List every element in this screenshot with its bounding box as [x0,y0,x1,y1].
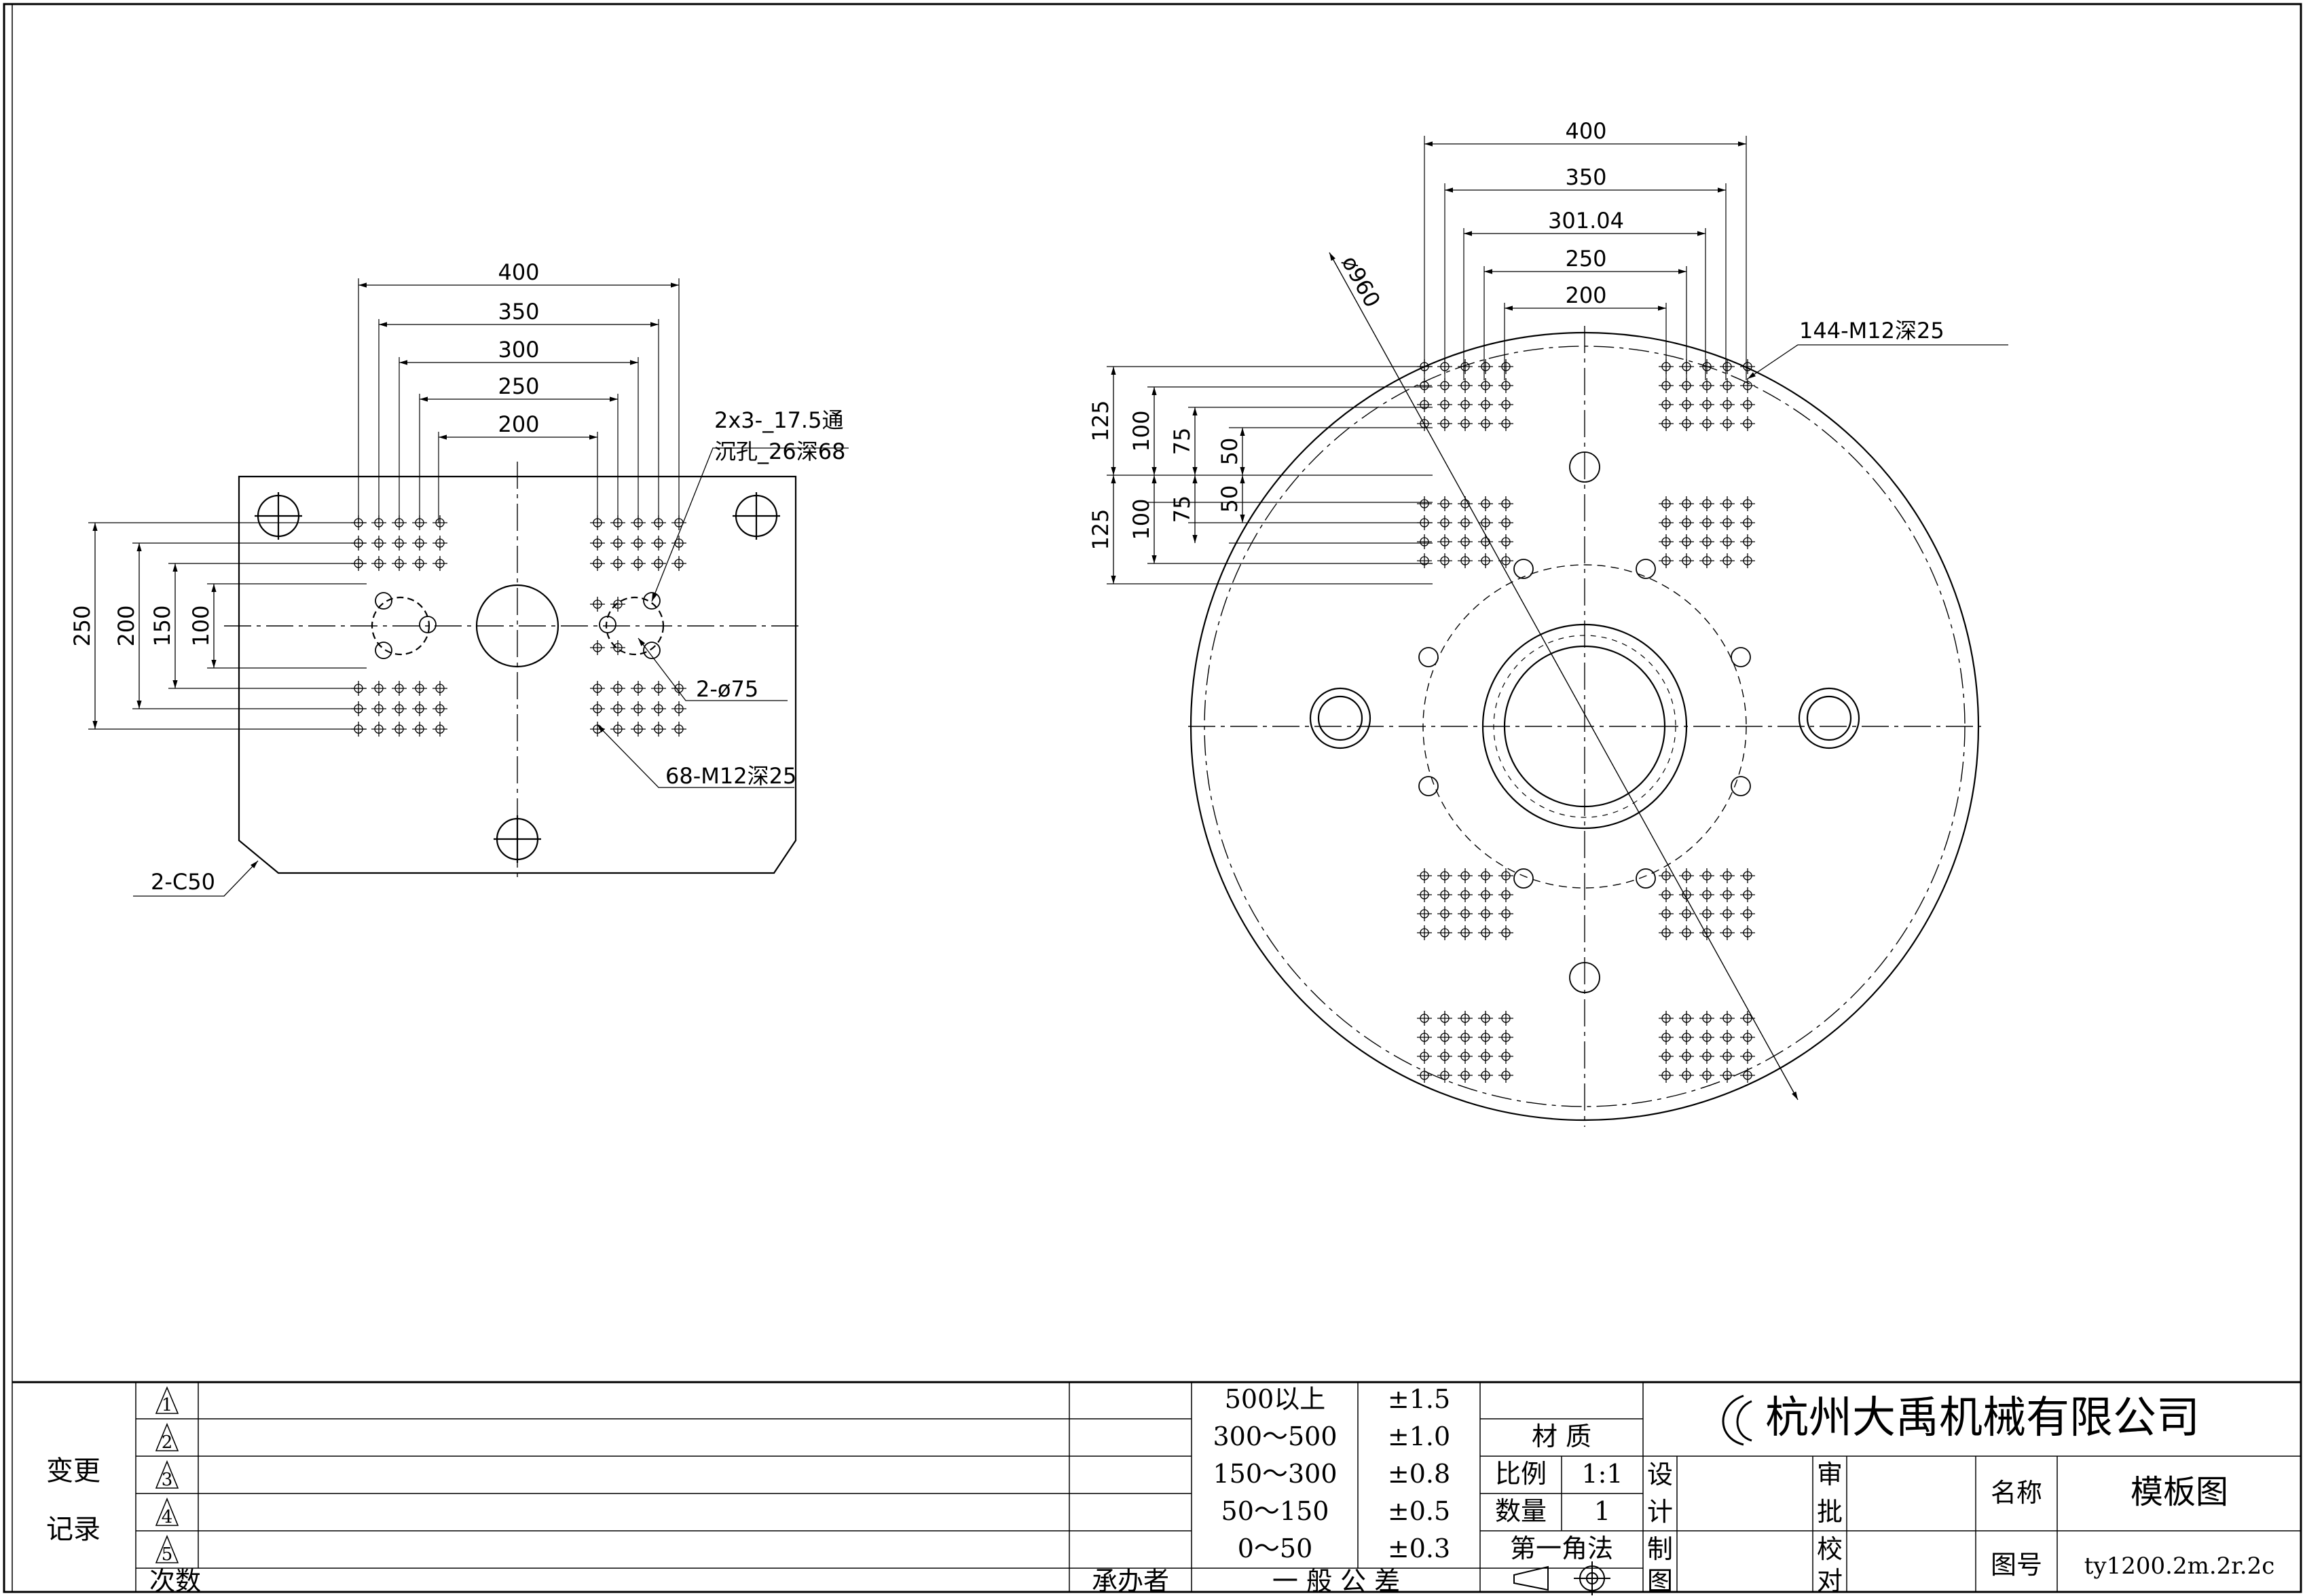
left-ring-left [371,596,430,656]
right-diameter-label: ø960 [1336,251,1385,312]
tol-value-5: ±0.3 [1388,1534,1450,1563]
right-dim-v-75-lower: 75 [1169,496,1195,523]
left-ring-right [605,596,665,656]
draw-label-2: 图 [1647,1566,1673,1596]
right-dim-top-lines [1424,141,1746,311]
left-dim-v-200: 200 [113,605,139,646]
left-leaders [133,447,849,897]
tol-range-3: 150～300 [1213,1459,1337,1489]
left-dim-left-extensions [88,522,367,730]
draw-label-1: 制 [1647,1534,1673,1564]
left-callout-bolt-2: 沉孔_26深68 [714,439,845,464]
left-dim-400: 400 [498,259,539,285]
left-view-labels: 400 350 300 250 200 250 200 150 100 2x3-… [69,259,845,895]
handler-label: 承办者 [1092,1566,1169,1596]
outer-frame [3,3,2302,1593]
check-label-1: 校 [1817,1534,1843,1564]
left-dim-200: 200 [498,411,539,437]
scale-label: 比例 [1495,1459,1547,1489]
tol-value-2: ±1.0 [1388,1422,1450,1451]
right-dim-v-50-lower: 50 [1217,485,1242,513]
right-dim-left-lines [1111,367,1245,584]
revision-2: 2 [162,1432,173,1453]
right-dim-250: 250 [1565,246,1606,272]
revision-5: 5 [162,1544,173,1565]
left-view [88,278,849,897]
tol-range-1: 500以上 [1225,1384,1326,1414]
tol-value-1: ±1.5 [1388,1384,1450,1414]
right-dim-v-125-upper: 125 [1088,400,1113,441]
material-label: 材 质 [1532,1422,1591,1451]
left-dim-v-100: 100 [188,605,214,646]
left-plate-outline [238,475,797,874]
tol-value-4: ±0.5 [1388,1496,1450,1526]
left-center-lines [224,462,801,879]
change-record-label-2: 记录 [46,1514,100,1545]
company-name: 杭州大禹机械有限公司 [1765,1393,2200,1443]
left-dim-v-150: 150 [149,605,175,646]
right-dim-400: 400 [1565,118,1606,144]
right-dim-v-100-lower: 100 [1128,498,1154,540]
change-record-label-1: 变更 [46,1455,100,1487]
left-callout-chamfer: 2-C50 [151,869,215,895]
projection-label: 第一角法 [1510,1534,1613,1563]
left-center-bore [475,584,559,668]
left-callout-bolt: 2x3-_17.5通 [714,407,843,433]
right-dim-v-75-upper: 75 [1169,428,1195,456]
quantity-label: 数量 [1495,1496,1547,1526]
revision-1: 1 [162,1395,173,1415]
left-dim-300: 300 [498,337,539,363]
design-label-1: 设 [1647,1460,1673,1489]
right-dim-350: 350 [1565,164,1606,190]
diameter-line [1329,252,1799,1100]
company-logo-icon [1722,1394,1752,1446]
left-dim-left-lines [92,523,217,729]
left-dim-top-extensions [358,278,680,523]
right-dim-301: 301.04 [1548,208,1624,234]
title-block: 1 2 3 4 5 变更 记录 次数 承办者 一 般 公 差 500以上 ±1.… [12,1381,2301,1596]
drawing-no-label: 图号 [1991,1550,2042,1580]
inner-frame [12,3,2302,1593]
left-callout-ring: 2-ø75 [696,676,758,702]
left-tapped-holes [351,515,686,737]
quantity-value: 1 [1594,1496,1610,1526]
count-label: 次数 [149,1566,201,1596]
tol-value-3: ±0.8 [1388,1459,1450,1489]
right-callout-holes: 144-M12深25 [1799,318,1944,344]
left-ring-holes [375,592,661,659]
approve-label-2: 批 [1817,1497,1843,1527]
approve-label-1: 审 [1817,1460,1843,1489]
left-mount-holes [255,492,780,863]
revision-4: 4 [162,1507,173,1527]
right-dim-200: 200 [1565,282,1606,308]
drawing-number: ty1200.2m.2r.2c [2084,1553,2275,1580]
scale-value: 1:1 [1581,1459,1623,1489]
right-view [1107,136,2008,1127]
right-dim-top-extensions [1424,136,1747,380]
general-tolerance-label: 一 般 公 差 [1272,1566,1400,1596]
first-angle-projection-symbol [1513,1561,1610,1595]
right-view-labels: 400 350 301.04 250 200 125 100 75 50 125… [1088,118,1944,551]
revision-3: 3 [162,1470,173,1490]
right-tapped-holes [1417,359,1755,1083]
name-label: 名称 [1991,1478,2042,1508]
tol-range-4: 50～150 [1221,1496,1329,1526]
right-dim-v-100-upper: 100 [1128,410,1154,451]
right-dim-v-125-lower: 125 [1088,508,1113,550]
check-label-2: 对 [1817,1566,1843,1596]
left-dim-top-lines [358,282,679,440]
right-center-lines [1188,326,1981,1127]
left-dim-350: 350 [498,299,539,324]
left-dim-250: 250 [498,373,539,399]
left-dim-v-250: 250 [69,605,95,646]
drawing-name: 模板图 [2131,1473,2228,1511]
design-label-2: 计 [1647,1497,1673,1527]
tol-range-5: 0～50 [1238,1534,1313,1563]
right-dim-left-extensions [1107,366,1433,584]
left-callout-holes: 68-M12深25 [665,763,796,789]
tol-range-2: 300～500 [1213,1422,1337,1451]
right-holes-leader [1747,344,2008,379]
right-dim-v-50-upper: 50 [1217,438,1242,466]
